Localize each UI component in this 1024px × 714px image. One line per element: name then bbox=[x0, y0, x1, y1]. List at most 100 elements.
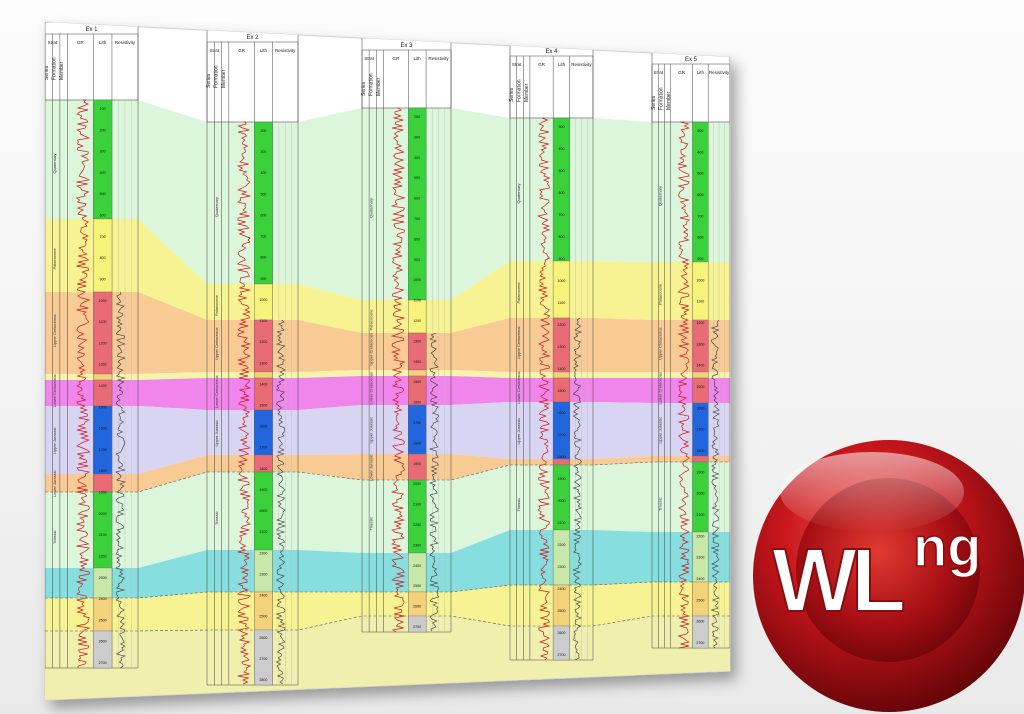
depth-tick-label: 200 bbox=[100, 128, 106, 132]
depth-tick-label: 2700 bbox=[259, 657, 267, 661]
lithology-interval bbox=[93, 99, 113, 220]
log-header-label: Lith bbox=[558, 62, 566, 67]
depth-tick-label: 700 bbox=[414, 217, 420, 221]
formation-label: Quaternary bbox=[214, 197, 219, 217]
depth-tick-label: 1900 bbox=[259, 488, 267, 492]
formation-label: Palaeocene bbox=[214, 294, 219, 316]
depth-tick-label: 2500 bbox=[413, 584, 421, 588]
depth-tick-label: 1700 bbox=[413, 421, 421, 425]
depth-tick-label: 2400 bbox=[99, 597, 107, 601]
depth-tick-label: 1500 bbox=[413, 380, 421, 384]
resistivity-curve bbox=[428, 332, 439, 632]
well-header bbox=[206, 29, 299, 123]
depth-tick-label: 1200 bbox=[99, 341, 107, 345]
formation-label: Upper Jurassic bbox=[657, 417, 662, 444]
log-header-label: GR bbox=[238, 48, 246, 53]
formation-label: Triassic bbox=[516, 498, 521, 512]
depth-tick-label: 1800 bbox=[696, 449, 704, 453]
depth-tick-label: 2700 bbox=[557, 653, 565, 657]
lithology-interval bbox=[692, 377, 709, 404]
log-header-label: Lith bbox=[99, 40, 107, 45]
depth-tick-label: 1800 bbox=[99, 469, 107, 473]
depth-tick-label: 2400 bbox=[259, 594, 267, 598]
strat-column-label: Series bbox=[44, 65, 50, 80]
formation-label: Lower Cretaceous bbox=[657, 372, 662, 404]
depth-tick-label: 1200 bbox=[557, 323, 565, 327]
depth-tick-label: 2300 bbox=[696, 556, 704, 560]
strat-column-label: Formation bbox=[52, 57, 58, 80]
depth-tick-label: 1100 bbox=[413, 299, 421, 303]
strat-column-label: Formation bbox=[517, 79, 523, 102]
depth-tick-label: 1400 bbox=[696, 364, 704, 368]
depth-tick-label: 2400 bbox=[557, 587, 565, 591]
depth-tick-label: 600 bbox=[260, 213, 266, 217]
depth-tick-label: 300 bbox=[260, 150, 266, 154]
log-header-label: GR bbox=[392, 56, 400, 61]
resistivity-curve bbox=[115, 291, 126, 669]
depth-tick-label: 1300 bbox=[696, 342, 704, 346]
gamma-ray-curve bbox=[677, 121, 691, 649]
depth-tick-label: 200 bbox=[414, 115, 420, 119]
lithology-interval bbox=[408, 615, 427, 633]
depth-tick-label: 1300 bbox=[99, 363, 107, 367]
depth-tick-label: 2400 bbox=[413, 564, 421, 568]
log-header-label: GR bbox=[538, 62, 546, 67]
formation-label: Lower Cretaceous bbox=[516, 372, 521, 404]
lithology-interval bbox=[408, 479, 427, 554]
strat-column-label: Formation bbox=[214, 65, 220, 88]
strat-column-label: Member bbox=[524, 83, 530, 102]
depth-tick-label: 1300 bbox=[259, 361, 267, 365]
depth-tick-label: 1400 bbox=[557, 367, 565, 371]
depth-tick-label: 600 bbox=[100, 214, 106, 218]
depth-tick-label: 1600 bbox=[413, 401, 421, 405]
depth-tick-label: 1800 bbox=[413, 441, 421, 445]
depth-tick-label: 2300 bbox=[557, 565, 565, 569]
depth-tick-label: 2200 bbox=[99, 554, 107, 558]
resistivity-curve bbox=[275, 319, 287, 685]
lithology-interval bbox=[254, 591, 273, 631]
depth-tick-label: 2300 bbox=[413, 543, 421, 547]
formation-label: Upper Cretaceous bbox=[657, 328, 662, 360]
lithology-interval bbox=[692, 121, 709, 263]
depth-tick-label: 1700 bbox=[557, 433, 565, 437]
log-header-label: Lith bbox=[414, 56, 422, 61]
lithology-interval bbox=[254, 629, 273, 686]
formation-label: Triassic bbox=[214, 511, 219, 525]
lithology-interval bbox=[553, 260, 570, 319]
depth-tick-label: 2800 bbox=[259, 678, 267, 682]
formation-label: Quaternary bbox=[52, 153, 57, 173]
depth-tick-label: 1000 bbox=[557, 279, 565, 283]
depth-tick-label: 500 bbox=[558, 169, 564, 173]
depth-tick-label: 2300 bbox=[99, 576, 107, 580]
depth-tick-label: 1600 bbox=[696, 406, 704, 410]
log-header-label: Lith bbox=[697, 70, 705, 75]
formation-label: Triassic bbox=[369, 517, 374, 531]
resistivity-curve bbox=[572, 317, 583, 661]
log-header-label: GR bbox=[77, 40, 85, 45]
well-name: Ex 2 bbox=[246, 35, 259, 41]
depth-tick-label: 1900 bbox=[557, 477, 565, 481]
formation-label: Upper Cretaceous bbox=[52, 315, 57, 347]
strat-column-label: Series bbox=[509, 87, 515, 102]
depth-tick-label: 700 bbox=[697, 214, 703, 218]
unconformity-line bbox=[45, 615, 730, 632]
depth-tick-label: 2500 bbox=[557, 609, 565, 613]
depth-tick-label: 1000 bbox=[99, 299, 107, 303]
lithology-interval bbox=[408, 299, 427, 334]
depth-tick-label: 2700 bbox=[413, 625, 421, 629]
lithology-interval bbox=[93, 567, 113, 599]
formation-label: Upper Cretaceous bbox=[369, 333, 374, 365]
depth-tick-label: 700 bbox=[558, 213, 564, 217]
formation-label: Palaeocene bbox=[369, 309, 374, 331]
depth-tick-label: 400 bbox=[260, 171, 266, 175]
depth-tick-label: 1900 bbox=[99, 491, 107, 495]
depth-tick-label: 1000 bbox=[259, 298, 267, 302]
gamma-ray-curve bbox=[236, 121, 252, 685]
lithology-interval bbox=[553, 529, 570, 586]
formation-label: Upper Jurassic bbox=[369, 417, 374, 444]
depth-tick-label: 1500 bbox=[99, 405, 107, 409]
depth-tick-label: 2700 bbox=[696, 641, 704, 645]
depth-tick-label: 2100 bbox=[99, 533, 107, 537]
depth-tick-label: 2000 bbox=[413, 482, 421, 486]
